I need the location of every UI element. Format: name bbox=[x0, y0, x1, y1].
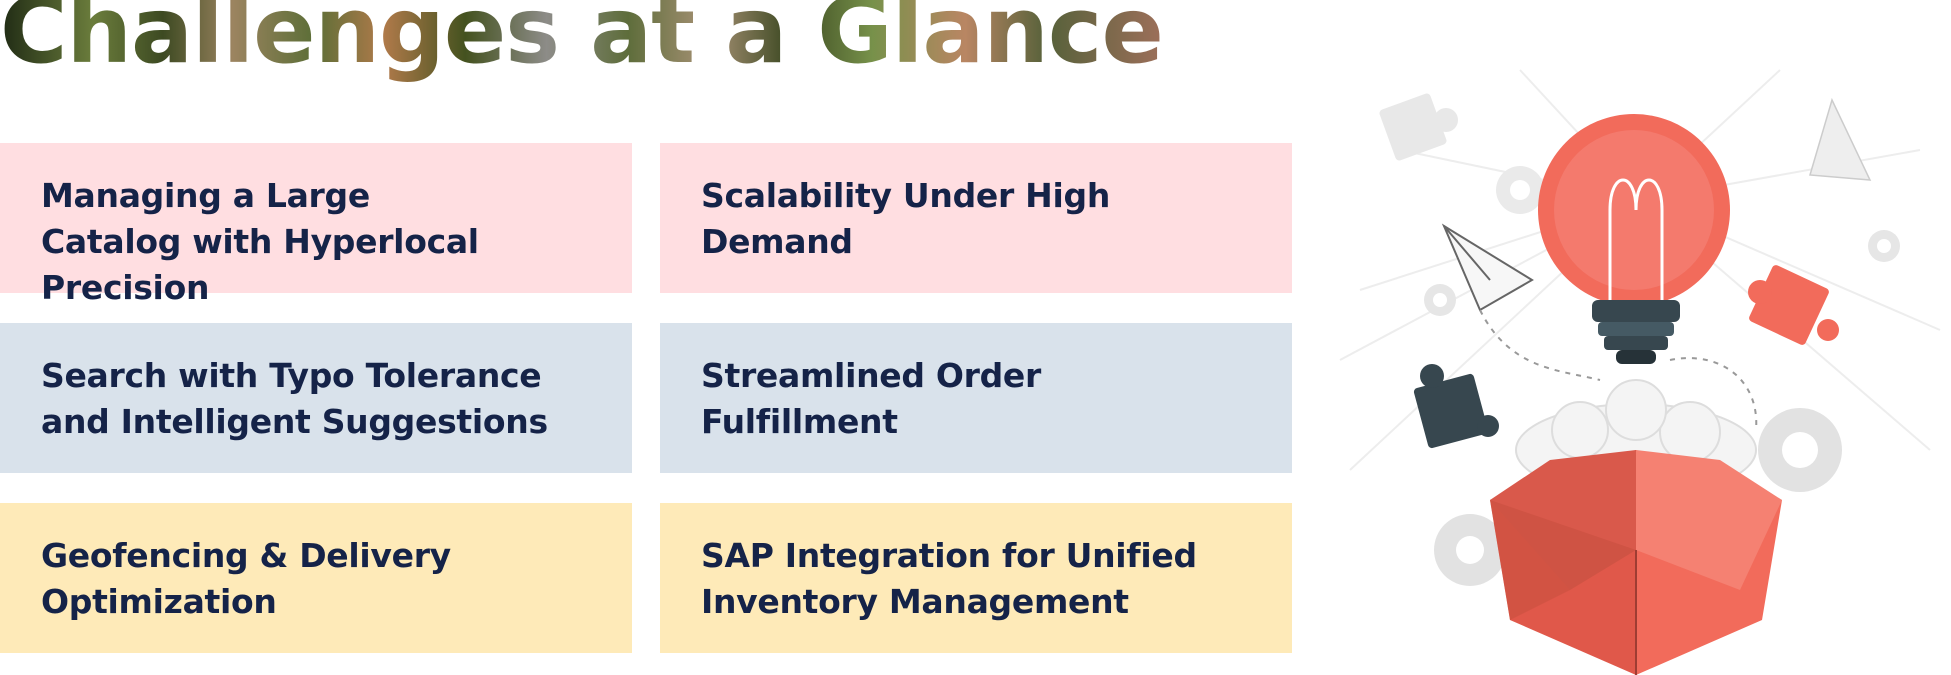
gear-icon bbox=[1434, 514, 1506, 586]
puzzle-piece-icon bbox=[1379, 93, 1458, 161]
idea-box-illustration bbox=[1339, 69, 1941, 675]
lightbulb-icon bbox=[1538, 114, 1730, 364]
gear-icon bbox=[1424, 284, 1456, 316]
challenge-card-catalog: Managing a Large Catalog with Hyperlocal… bbox=[0, 143, 632, 307]
challenge-card-text: Search with Typo Tolerance and Intellige… bbox=[41, 356, 548, 441]
challenge-card-text: Geofencing & Delivery Optimization bbox=[41, 536, 451, 621]
page-title: Challenges at a Glance bbox=[0, 0, 1164, 84]
challenge-card-text: Scalability Under High Demand bbox=[701, 176, 1111, 261]
challenge-card-fulfillment: Streamlined Order Fulfillment bbox=[660, 323, 1292, 473]
challenge-card-text: Managing a Large Catalog with Hyperlocal… bbox=[41, 176, 479, 307]
paper-plane-icon bbox=[1809, 97, 1872, 181]
puzzle-piece-icon bbox=[1748, 265, 1839, 345]
challenge-card-search: Search with Typo Tolerance and Intellige… bbox=[0, 323, 632, 473]
paper-plane-icon bbox=[1441, 223, 1534, 312]
challenge-card-text: SAP Integration for Unified Inventory Ma… bbox=[701, 536, 1197, 621]
challenge-card-text: Streamlined Order Fulfillment bbox=[701, 356, 1041, 441]
gear-icon bbox=[1868, 230, 1900, 262]
open-box-icon bbox=[1490, 450, 1782, 675]
puzzle-piece-icon bbox=[1413, 364, 1499, 449]
challenge-card-scalability: Scalability Under High Demand bbox=[660, 143, 1292, 293]
challenge-card-geofencing: Geofencing & Delivery Optimization bbox=[0, 503, 632, 653]
gear-icon bbox=[1496, 166, 1544, 214]
challenge-card-sap: SAP Integration for Unified Inventory Ma… bbox=[660, 503, 1292, 653]
gear-icon bbox=[1758, 408, 1842, 492]
